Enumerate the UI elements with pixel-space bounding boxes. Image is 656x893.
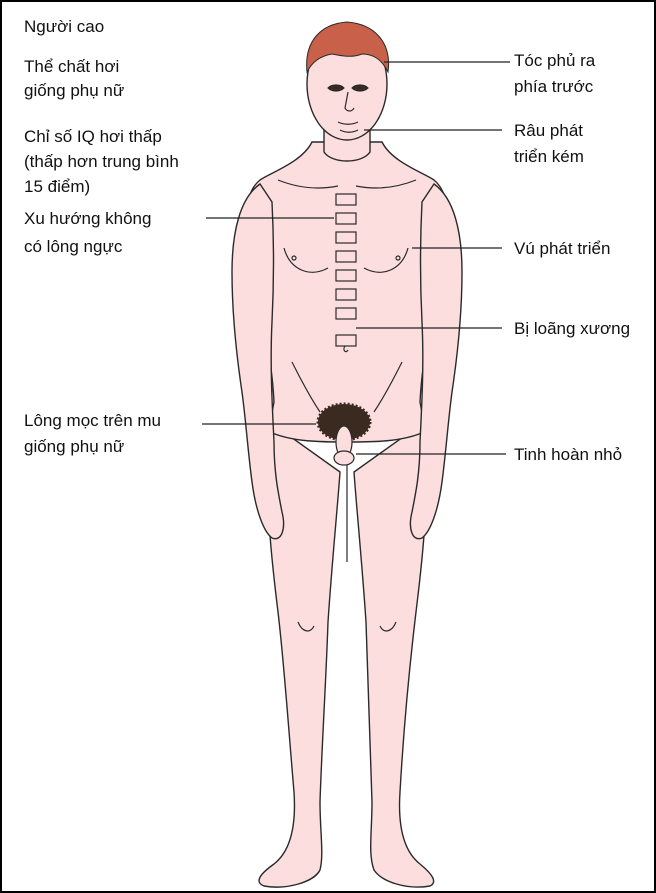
vertebra-box <box>336 335 356 346</box>
label-pubic-hair-line1: Lông mọc trên mu <box>24 410 161 432</box>
label-breasts: Vú phát triển <box>514 238 610 260</box>
vertebra-box <box>336 232 356 243</box>
vertebra-box <box>336 308 356 319</box>
vertebra-box <box>336 270 356 281</box>
label-chest-hair-line2: có lông ngực <box>24 236 122 258</box>
label-pubic-hair-line2: giống phụ nữ <box>24 436 124 458</box>
label-osteoporosis: Bị loãng xương <box>514 318 630 340</box>
label-small-testes: Tinh hoàn nhỏ <box>514 444 622 466</box>
right-eye <box>352 85 368 91</box>
vertebra-box <box>336 289 356 300</box>
label-hair-line2: phía trước <box>514 76 593 98</box>
testes <box>334 451 354 465</box>
label-iq-line3: 15 điểm) <box>24 176 90 198</box>
vertebra-box <box>336 213 356 224</box>
label-tall: Người cao <box>24 16 104 38</box>
label-iq-line1: Chỉ số IQ hơi thấp <box>24 126 162 148</box>
vertebra-box <box>336 251 356 262</box>
label-feminine-build-line1: Thể chất hơi <box>24 56 119 78</box>
label-iq-line2: (thấp hơn trung bình <box>24 151 179 173</box>
label-hair-line1: Tóc phủ ra <box>514 50 595 72</box>
label-beard-line1: Râu phát <box>514 120 583 142</box>
label-feminine-build-line2: giống phụ nữ <box>24 80 124 102</box>
label-chest-hair-line1: Xu hướng không <box>24 208 151 230</box>
vertebra-box <box>336 194 356 205</box>
label-beard-line2: triển kém <box>514 146 584 168</box>
left-eye <box>328 85 344 91</box>
